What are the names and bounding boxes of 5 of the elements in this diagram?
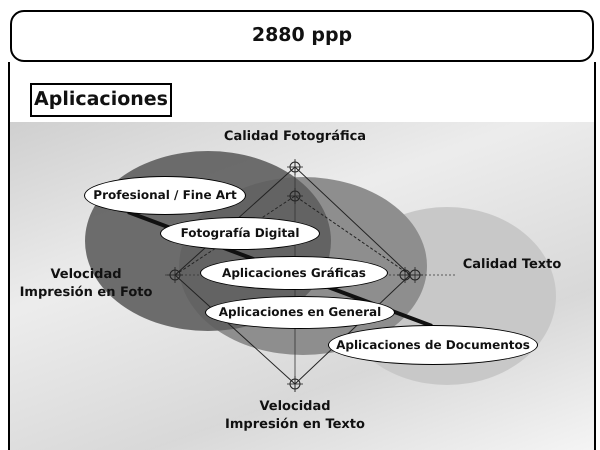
axis-label: Calidad Texto [462, 256, 562, 274]
axis-label: Calidad Fotográfica [222, 128, 368, 146]
title-banner: 2880 ppp [10, 10, 594, 62]
section-heading-box: Aplicaciones [30, 83, 172, 117]
axis-label: Velocidad Impresión en Texto [224, 398, 366, 434]
